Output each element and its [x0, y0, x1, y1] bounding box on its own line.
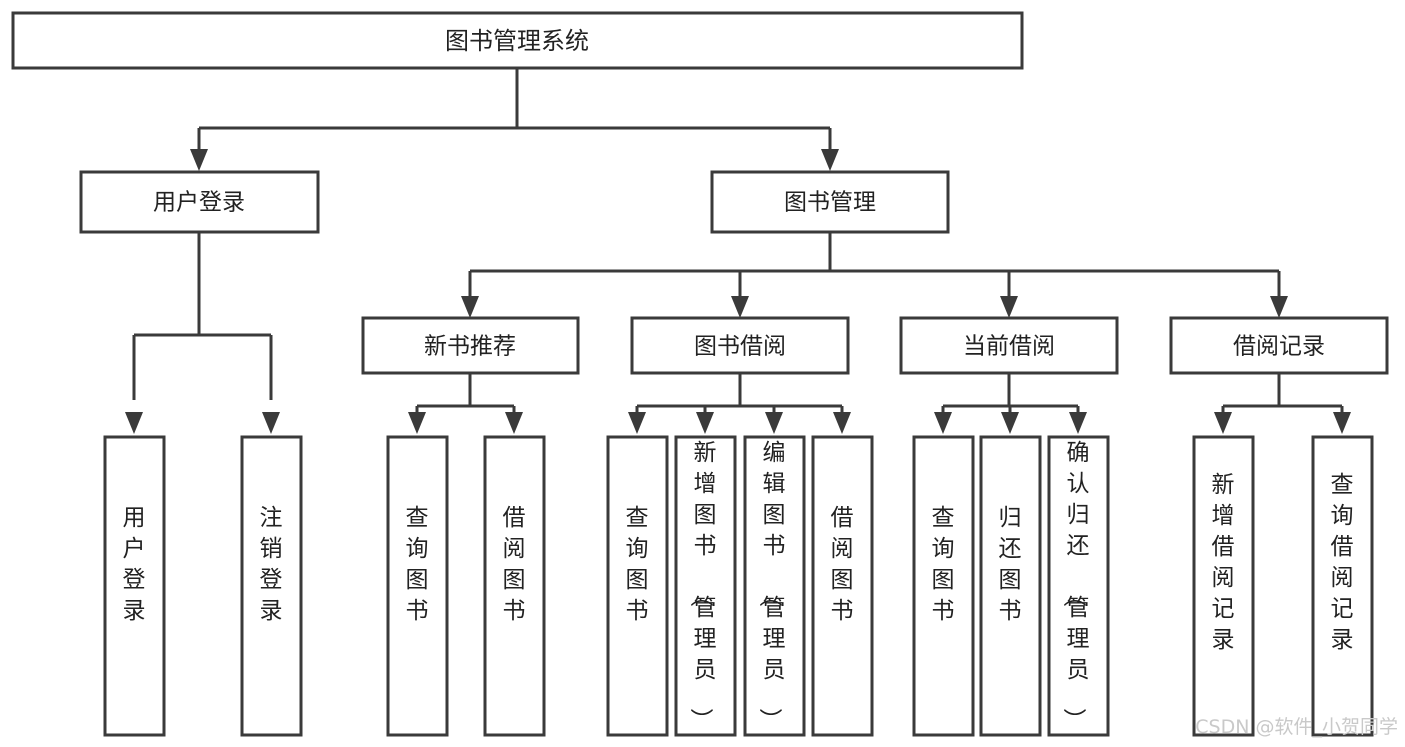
connector-borrow-records-to-leaves: [1214, 373, 1351, 434]
leaf-add-borrow-record-label: 新增借阅记录: [1212, 472, 1235, 653]
leaf-query-borrow-record-label: 查询借阅记录: [1331, 472, 1354, 653]
leaf-confirm-return-admin[interactable]: 确认归还（管理员）: [1047, 435, 1110, 737]
arrow-to-leaf-query-book-2: [628, 412, 646, 434]
leaf-edit-book-admin[interactable]: 编辑图书（管理员）: [743, 435, 806, 737]
arrow-to-leaf-borrow-book-1: [505, 412, 523, 434]
arrow-to-user-login: [190, 149, 208, 171]
node-user-login[interactable]: 用户登录: [79, 170, 320, 234]
leaf-add-borrow-record[interactable]: 新增借阅记录: [1192, 435, 1255, 737]
arrow-to-current-borrow: [1000, 296, 1018, 318]
node-borrow-records[interactable]: 借阅记录: [1169, 316, 1389, 375]
connector-book-mgmt-to-level3: [461, 232, 1288, 318]
arrow-to-leaf-return-book: [1001, 412, 1019, 434]
leaf-query-book-2[interactable]: 查询图书: [606, 435, 669, 737]
leaf-user-login-label: 用户登录: [123, 505, 146, 624]
node-current-borrow[interactable]: 当前借阅: [899, 316, 1119, 375]
leaf-return-book-label: 归还图书: [999, 505, 1022, 624]
connector-current-borrow-to-leaves: [934, 373, 1087, 434]
arrow-to-book-borrow: [731, 296, 749, 318]
node-root-system-label: 图书管理系统: [445, 27, 589, 55]
leaf-logout[interactable]: 注销登录: [240, 435, 303, 737]
leaf-add-book-admin[interactable]: 新增图书（管理员）: [674, 435, 737, 737]
leaf-borrow-book-1-label: 借阅图书: [503, 505, 526, 624]
arrow-to-leaf-query-book-1: [408, 412, 426, 434]
leaf-borrow-book-2[interactable]: 借阅图书: [811, 435, 874, 737]
arrow-to-leaf-edit-book: [765, 412, 783, 434]
connector-user-login-to-leaves: [125, 232, 280, 434]
arrow-to-leaf-add-record: [1214, 412, 1232, 434]
node-root-system[interactable]: 图书管理系统: [11, 11, 1024, 70]
arrow-to-leaf-logout: [262, 412, 280, 434]
connector-root-to-level2: [190, 68, 839, 171]
leaf-query-book-1[interactable]: 查询图书: [386, 435, 449, 737]
leaf-query-book-1-label: 查询图书: [406, 505, 429, 624]
arrow-to-borrow-records: [1270, 296, 1288, 318]
connector-book-borrow-to-leaves: [628, 373, 851, 434]
node-book-management[interactable]: 图书管理: [710, 170, 950, 234]
node-user-login-label: 用户登录: [153, 190, 245, 216]
leaf-confirm-return-admin-label: 确认归还（管理员）: [1061, 440, 1090, 731]
csdn-watermark: CSDN @软件_小贺同学: [1195, 716, 1398, 738]
arrow-to-leaf-user-login: [125, 412, 143, 434]
leaf-edit-book-admin-label: 编辑图书（管理员）: [757, 440, 786, 731]
arrow-to-leaf-confirm-return: [1069, 412, 1087, 434]
leaf-add-book-admin-label: 新增图书（管理员）: [688, 440, 717, 731]
leaf-query-borrow-record[interactable]: 查询借阅记录: [1311, 435, 1374, 737]
arrow-to-leaf-add-book: [696, 412, 714, 434]
connector-new-book-rec-to-leaves: [408, 373, 523, 434]
arrow-to-leaf-query-record: [1333, 412, 1351, 434]
leaf-user-login[interactable]: 用户登录: [103, 435, 166, 737]
leaf-borrow-book-2-label: 借阅图书: [831, 505, 854, 624]
leaf-query-book-2-label: 查询图书: [626, 505, 649, 624]
arrow-to-new-book-rec: [461, 296, 479, 318]
leaf-borrow-book-1[interactable]: 借阅图书: [483, 435, 546, 737]
leaf-logout-label: 注销登录: [260, 505, 283, 624]
node-new-book-recommend[interactable]: 新书推荐: [361, 316, 580, 375]
node-new-book-recommend-label: 新书推荐: [424, 334, 516, 360]
leaf-query-book-3[interactable]: 查询图书: [912, 435, 975, 737]
arrow-to-leaf-borrow-book-2: [833, 412, 851, 434]
node-current-borrow-label: 当前借阅: [963, 334, 1055, 360]
node-borrow-records-label: 借阅记录: [1233, 334, 1325, 360]
leaf-return-book[interactable]: 归还图书: [979, 435, 1042, 737]
node-book-management-label: 图书管理: [784, 190, 876, 216]
node-book-borrow-label: 图书借阅: [694, 334, 786, 360]
node-book-borrow[interactable]: 图书借阅: [630, 316, 850, 375]
arrow-to-book-mgmt: [821, 149, 839, 171]
arrow-to-leaf-query-book-3: [934, 412, 952, 434]
leaf-query-book-3-label: 查询图书: [932, 505, 955, 624]
